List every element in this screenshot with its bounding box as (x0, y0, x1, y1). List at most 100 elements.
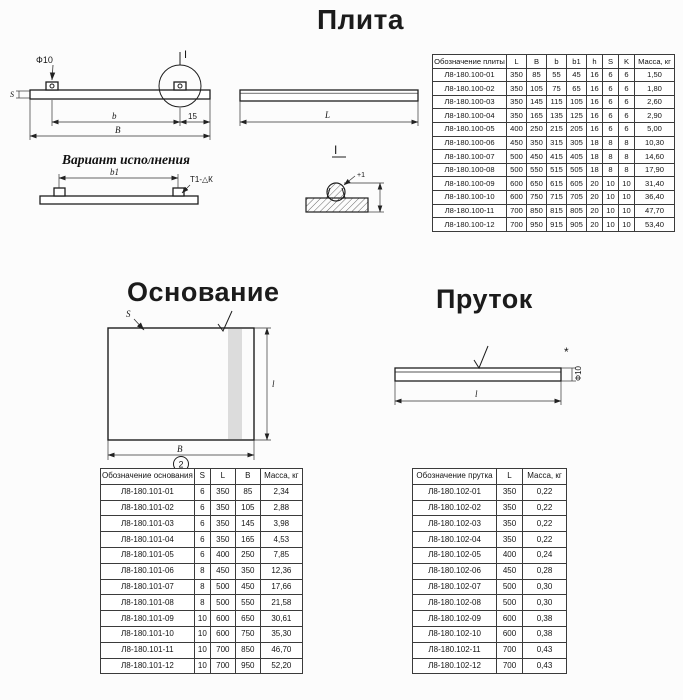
dim-B-label: B (115, 125, 121, 135)
table-cell: 405 (566, 149, 587, 164)
dim-b1-label: b1 (110, 167, 119, 177)
column-header: L (496, 468, 523, 485)
table-cell: 615 (546, 176, 567, 191)
table-cell: 0,22 (522, 483, 567, 501)
table-cell: 850 (234, 641, 261, 659)
column-header: Обозначение прутка (412, 468, 497, 485)
table-cell: Л8-180.102-04 (412, 531, 497, 548)
table-cell: 4,53 (259, 531, 303, 548)
column-header: S (602, 54, 619, 69)
table-cell: 145 (526, 94, 547, 110)
table-cell: 105 (526, 81, 547, 96)
table-cell: Л8-180.100-04 (432, 108, 507, 123)
table-cell: 36,40 (634, 189, 675, 205)
table-cell: 21,58 (259, 594, 303, 612)
table-cell: Л8-180.101-04 (100, 531, 195, 548)
table-cell: 250 (234, 546, 261, 564)
table-cell: 125 (566, 108, 587, 123)
table-cell: Л8-180.101-05 (100, 546, 195, 564)
table-cell: 20 (586, 176, 603, 191)
table-cell: 45 (566, 67, 587, 83)
table-cell: Л8-180.102-01 (412, 483, 497, 501)
table-cell: 700 (506, 203, 527, 219)
thickness-callout: S (126, 309, 145, 331)
table-cell: 14,60 (634, 149, 675, 164)
table-cell: 600 (506, 176, 527, 191)
table-cell: 8 (618, 162, 635, 178)
dim-L-label: L (324, 110, 330, 120)
column-header: h (586, 54, 603, 69)
column-header: Обозначение основания (100, 468, 195, 485)
table-cell: 8 (193, 594, 211, 612)
table-cell: 0,30 (522, 578, 567, 596)
table-cell: Л8-180.100-02 (432, 81, 507, 96)
table-cell: 215 (546, 121, 567, 137)
table-cell: 1,50 (634, 67, 675, 83)
hole-diameter-label: Ф10 (36, 55, 53, 65)
table-cell: 450 (496, 562, 523, 580)
dim-l-label: l (272, 379, 275, 389)
table-cell: 52,20 (259, 657, 303, 675)
table-cell: 500 (496, 578, 523, 596)
diameter-dimension (561, 367, 576, 382)
table-cell: 450 (526, 149, 547, 164)
column-header: Обозначение плиты (432, 54, 507, 69)
table-cell: Л8-180.100-08 (432, 162, 507, 178)
table-cell: Л8-180.101-12 (100, 657, 195, 675)
table-cell: 46,70 (259, 641, 303, 659)
table-cell: 5,00 (634, 121, 675, 137)
table-cell: 250 (526, 121, 547, 137)
table-cell: 16 (586, 67, 603, 83)
table-cell: Л8-180.100-11 (432, 203, 507, 219)
table-cell: 6 (193, 483, 211, 501)
table-cell: 10 (193, 657, 211, 675)
dim-S-label: S (10, 90, 14, 99)
table-cell: 2,60 (634, 94, 675, 110)
table-cell: 16 (586, 81, 603, 96)
table-cell: 6 (602, 94, 619, 110)
table-cell: 350 (506, 81, 527, 96)
table-cell: 805 (566, 203, 587, 219)
table-cell: 350 (209, 499, 236, 517)
dim-B-label: B (177, 444, 183, 454)
table-cell: 600 (209, 610, 236, 627)
column-header: B (526, 54, 547, 69)
length-dimension (394, 381, 562, 405)
length-dimension (254, 327, 271, 441)
table-cell: 10 (193, 641, 211, 659)
table-cell: 0,43 (522, 641, 567, 659)
surface-roughness-icon (473, 345, 489, 370)
table-cell: 600 (496, 625, 523, 643)
table-cell: 10 (602, 203, 619, 219)
table-cell: 915 (546, 217, 567, 232)
table-cell: Л8-180.100-06 (432, 135, 507, 151)
table-cell: 105 (566, 94, 587, 110)
table-cell: 7,85 (259, 546, 303, 564)
table-cell: 0,24 (522, 546, 567, 564)
osnovanie-drawing: S B l 2 (107, 309, 275, 472)
table-cell: 600 (209, 625, 236, 643)
plate-front-view (29, 81, 211, 100)
callout-number: 2 (178, 460, 183, 470)
table-cell: 6 (618, 94, 635, 110)
table-cell: 65 (566, 81, 587, 96)
table-cell: 350 (506, 67, 527, 83)
table-cell: Л8-180.102-12 (412, 657, 497, 675)
table-cell: 6 (602, 121, 619, 137)
plate-edge-shading (228, 329, 242, 439)
